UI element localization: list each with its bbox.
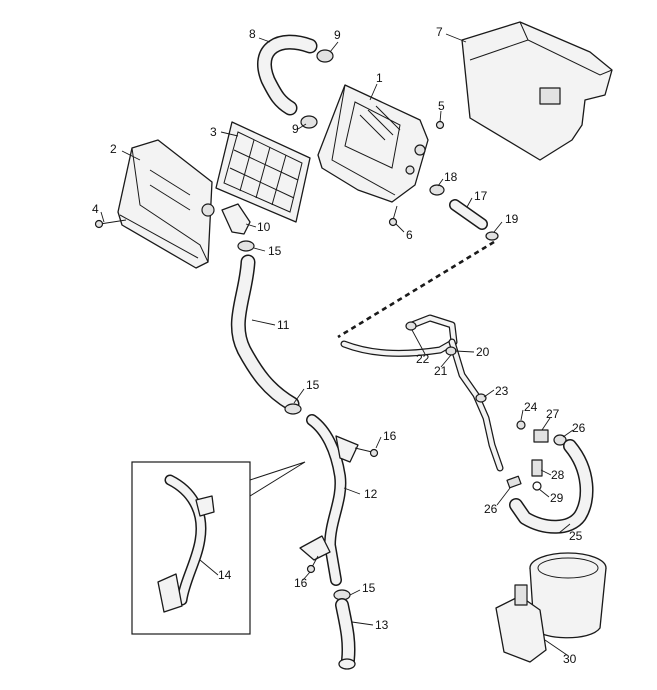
connection-dashed-line — [337, 240, 495, 339]
callout-21: 21 — [434, 364, 448, 378]
part-24-bolt — [516, 420, 526, 430]
part-16-bolt-upper — [354, 447, 379, 458]
callout-12: 12 — [364, 487, 378, 501]
leader-lines — [100, 33, 574, 656]
callout-13: 13 — [375, 618, 389, 632]
callout-17: 17 — [474, 189, 488, 203]
part-27-fitting — [533, 429, 549, 443]
part-23-grommet — [475, 393, 487, 403]
callout-16-upper: 16 — [383, 429, 397, 443]
callout-30: 30 — [563, 652, 577, 666]
part-5-bolt — [435, 120, 445, 130]
part-16-bolt-lower — [306, 555, 319, 574]
part-8-hose — [257, 34, 318, 116]
part-17-hose — [449, 199, 488, 230]
callout-15-a: 15 — [268, 244, 282, 258]
callout-8: 8 — [249, 27, 256, 41]
callout-26-right: 26 — [572, 421, 586, 435]
callout-24: 24 — [524, 400, 538, 414]
inset-detail-box — [131, 461, 306, 635]
callout-4: 4 — [92, 202, 99, 216]
part-25-hose — [509, 439, 594, 534]
part-2-duct-block — [117, 139, 215, 269]
part-4-bolt — [94, 219, 127, 229]
callout-11: 11 — [277, 318, 290, 332]
callout-20: 20 — [476, 345, 490, 359]
part-29-seal — [532, 481, 542, 491]
callout-15-b: 15 — [306, 378, 320, 392]
part-15-clamp-a — [237, 240, 255, 252]
part-12-pipe — [299, 414, 359, 586]
callout-2: 2 — [110, 142, 117, 156]
part-21-grommet — [445, 346, 457, 356]
callout-29: 29 — [550, 491, 564, 505]
callout-25: 25 — [569, 529, 583, 543]
part-22-grommet — [405, 321, 417, 331]
callout-5: 5 — [438, 99, 445, 113]
part-15-clamp-b — [284, 403, 302, 415]
part-10-elbow — [221, 203, 251, 235]
callout-9-lower: 9 — [292, 122, 299, 136]
callout-1: 1 — [376, 71, 383, 85]
callout-19: 19 — [505, 212, 519, 226]
part-20-pipe — [340, 314, 504, 472]
callout-7: 7 — [436, 25, 443, 39]
callout-9-upper: 9 — [334, 28, 341, 42]
part-28-valve — [531, 459, 543, 477]
part-11-hose — [230, 254, 300, 412]
part-26-connector-left — [506, 475, 522, 489]
part-9-clamp-upper — [316, 49, 334, 63]
callout-18: 18 — [444, 170, 458, 184]
callout-6: 6 — [406, 228, 413, 242]
part-13-hose — [335, 598, 356, 670]
callout-16-lower: 16 — [294, 576, 308, 590]
part-3-filter — [215, 121, 311, 223]
callout-labels: 1 2 3 4 5 6 7 8 9 9 10 11 12 13 14 15 15… — [92, 25, 586, 666]
part-7-cover — [461, 21, 613, 161]
part-1-airbox — [317, 84, 429, 203]
callout-27: 27 — [546, 407, 560, 421]
callout-23: 23 — [495, 384, 509, 398]
callout-3: 3 — [210, 125, 217, 139]
part-30-separator — [495, 552, 607, 663]
callout-14: 14 — [218, 568, 232, 582]
callout-15-c: 15 — [362, 581, 376, 595]
callout-28: 28 — [551, 468, 565, 482]
callout-10: 10 — [257, 220, 271, 234]
part-19-clip — [485, 231, 499, 241]
callout-26-left: 26 — [484, 502, 498, 516]
part-26-connector-right — [553, 434, 567, 446]
part-9-clamp-lower — [300, 115, 318, 129]
part-6-bolt — [388, 205, 398, 227]
part-18-connector — [429, 184, 445, 196]
callout-22: 22 — [416, 352, 430, 366]
